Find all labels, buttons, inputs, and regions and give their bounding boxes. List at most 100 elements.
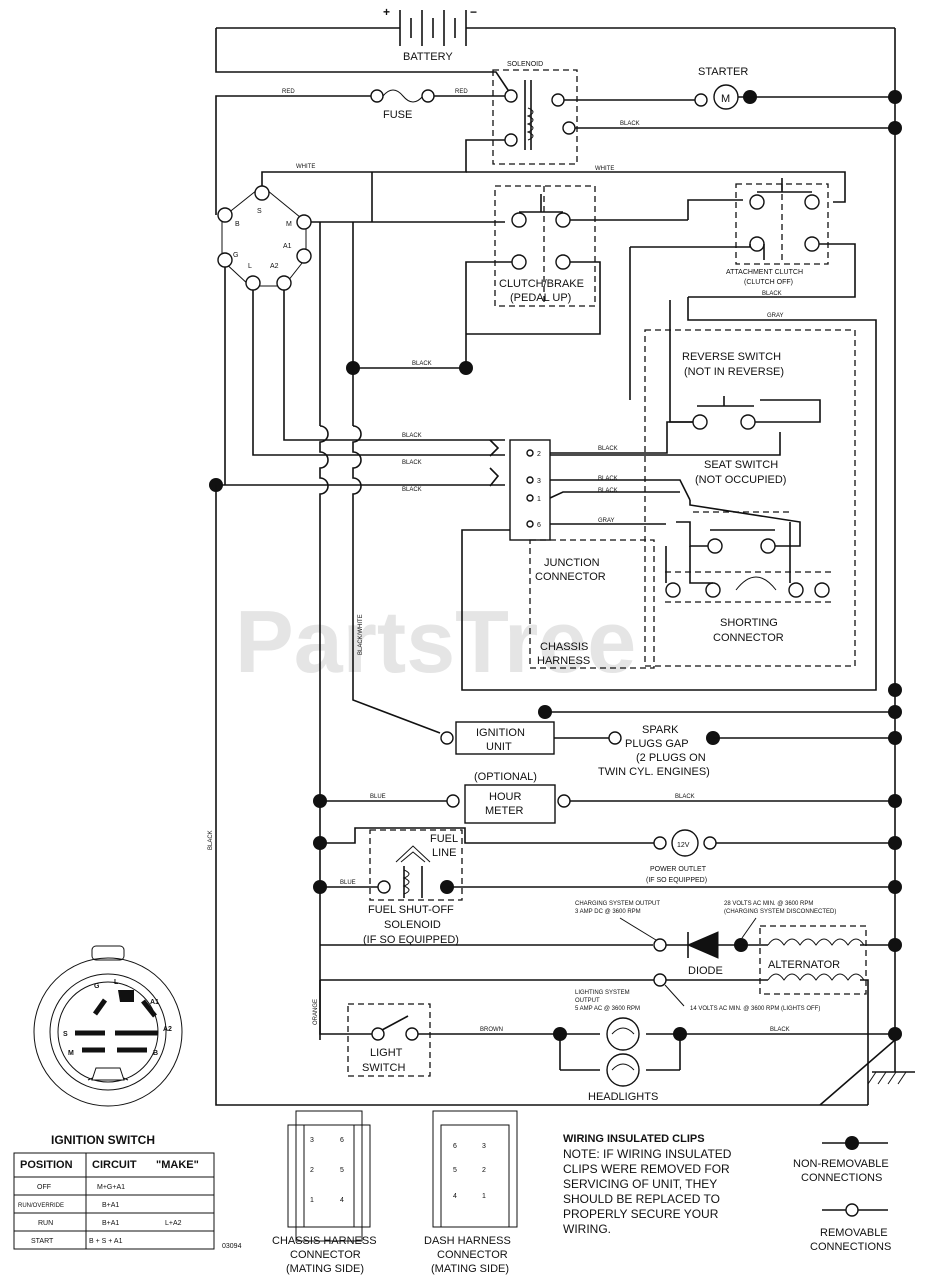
wire-white-1: WHITE bbox=[296, 164, 315, 170]
dash-pin-2: 2 bbox=[482, 1167, 486, 1174]
spark-label-2: PLUGS GAP bbox=[625, 738, 689, 750]
wire-black-row: BLACK bbox=[412, 361, 432, 367]
face-A1: A1 bbox=[150, 999, 159, 1006]
dash-pin-1: 1 bbox=[482, 1193, 486, 1200]
fuel-line-1: FUEL bbox=[430, 833, 458, 845]
ignition-switch-face: G L A1 S A2 M B bbox=[33, 945, 183, 1107]
chassis-harness-connector: 3 6 2 5 1 4 CHASSIS HARNESS CONNECTOR (M… bbox=[272, 1110, 377, 1275]
face-A2: A2 bbox=[163, 1026, 172, 1033]
clutch-brake-label: CLUTCH/BRAKE bbox=[499, 278, 584, 290]
spark-label-1: SPARK bbox=[642, 724, 679, 736]
solenoid-label: SOLENOID bbox=[507, 61, 543, 68]
note-line-6: WIRING. bbox=[563, 1222, 611, 1236]
ignition-unit-label-2: UNIT bbox=[486, 741, 512, 753]
face-L: L bbox=[114, 979, 119, 986]
battery-label: BATTERY bbox=[403, 51, 453, 63]
ground-icon bbox=[867, 1060, 915, 1085]
headlights-label: HEADLIGHTS bbox=[588, 1091, 658, 1103]
shorting-connector-label-1: SHORTING bbox=[720, 617, 778, 629]
power-outlet: 12V POWER OUTLET (IF SO EQUIPPED) bbox=[646, 829, 717, 884]
spark-label-4: TWIN CYL. ENGINES) bbox=[598, 766, 710, 778]
note-line-5: PROPERLY SECURE YOUR bbox=[563, 1207, 719, 1221]
charging-output-1: CHARGING SYSTEM OUTPUT bbox=[575, 901, 660, 907]
fuel-line-2: LINE bbox=[432, 847, 456, 859]
table-header-position: POSITION bbox=[20, 1159, 73, 1171]
pin-6: 6 bbox=[537, 522, 541, 529]
note-title: WIRING INSULATED CLIPS bbox=[563, 1133, 705, 1145]
reverse-switch-state: (NOT IN REVERSE) bbox=[684, 366, 784, 378]
wire-blue-1: BLUE bbox=[370, 794, 386, 800]
note-line-1: NOTE: IF WIRING INSULATED bbox=[563, 1147, 732, 1161]
headlights: HEADLIGHTS bbox=[553, 1017, 687, 1103]
wire-black-j1: BLACK bbox=[402, 433, 422, 439]
light-switch-label-1: LIGHT bbox=[370, 1047, 403, 1059]
diode: DIODE bbox=[653, 931, 748, 977]
charging-output-2: 3 AMP DC @ 3600 RPM bbox=[575, 909, 641, 915]
battery-minus: − bbox=[470, 5, 477, 19]
seat-switch-label: SEAT SWITCH bbox=[704, 459, 778, 471]
wire-black-j2: BLACK bbox=[402, 460, 422, 466]
terminal-A1: A1 bbox=[283, 243, 292, 250]
wire-black-j3: BLACK bbox=[402, 487, 422, 493]
wire-black-j4: BLACK bbox=[598, 446, 618, 452]
row-run-circuit: B+A1 bbox=[102, 1220, 119, 1227]
battery-plus: + bbox=[383, 5, 390, 19]
pin-2: 2 bbox=[537, 451, 541, 458]
lighting-ac: 14 VOLTS AC MIN. @ 3600 RPM (LIGHTS OFF) bbox=[690, 1006, 820, 1012]
power-outlet-voltage: 12V bbox=[677, 842, 690, 849]
terminal-M: M bbox=[286, 221, 292, 228]
reverse-switch-label: REVERSE SWITCH bbox=[682, 351, 781, 363]
power-outlet-note: (IF SO EQUIPPED) bbox=[646, 877, 707, 884]
solenoid: SOLENOID bbox=[492, 61, 578, 165]
legend: NON-REMOVABLE CONNECTIONS REMOVABLE CONN… bbox=[793, 1136, 891, 1253]
wire-white-2: WHITE bbox=[595, 166, 614, 172]
attachment-clutch-switch: ATTACHMENT CLUTCH (CLUTCH OFF) bbox=[726, 178, 829, 286]
table-header-circuit: CIRCUIT bbox=[92, 1159, 137, 1171]
starter-label: STARTER bbox=[698, 66, 748, 78]
wire-black-hl: BLACK bbox=[770, 1027, 790, 1033]
ignition-switch-title: IGNITION SWITCH bbox=[51, 1133, 155, 1147]
wiring-note: WIRING INSULATED CLIPS NOTE: IF WIRING I… bbox=[563, 1133, 732, 1236]
ignition-unit-label-1: IGNITION bbox=[476, 727, 525, 739]
diagram-number: 03094 bbox=[222, 1243, 242, 1250]
shorting-connector-label-2: CONNECTOR bbox=[713, 632, 784, 644]
chassis-pin-4: 4 bbox=[340, 1197, 344, 1204]
battery: + − BATTERY bbox=[216, 5, 895, 63]
wire-red-1: RED bbox=[282, 89, 295, 95]
reverse-switch: REVERSE SWITCH (NOT IN REVERSE) bbox=[682, 351, 784, 430]
hour-meter: (OPTIONAL) HOUR METER bbox=[446, 771, 571, 824]
diode-label: DIODE bbox=[688, 965, 723, 977]
terminal-S: S bbox=[257, 208, 262, 215]
alternator: ALTERNATOR bbox=[759, 925, 867, 995]
wire-orange: ORANGE bbox=[313, 999, 319, 1025]
attachment-clutch-label: ATTACHMENT CLUTCH bbox=[726, 269, 803, 276]
dash-harness-connector: 6 3 5 2 4 1 DASH HARNESS CONNECTOR (MATI… bbox=[424, 1110, 518, 1275]
legend-removable-1: REMOVABLE bbox=[820, 1227, 888, 1239]
fuse: FUSE bbox=[370, 89, 435, 121]
pin-1: 1 bbox=[537, 496, 541, 503]
row-start-position: START bbox=[31, 1238, 54, 1245]
wire-brown: BROWN bbox=[480, 1027, 503, 1033]
junction-label-1: JUNCTION bbox=[544, 557, 600, 569]
pin-3: 3 bbox=[537, 478, 541, 485]
lighting-output-2: OUTPUT bbox=[575, 998, 600, 1004]
wire-red-2: RED bbox=[455, 89, 468, 95]
row-override-position: RUN/OVERRIDE bbox=[18, 1203, 64, 1209]
chassis-pin-6: 6 bbox=[340, 1137, 344, 1144]
face-G: G bbox=[94, 983, 100, 990]
face-S: S bbox=[63, 1031, 68, 1038]
dash-caption-3: (MATING SIDE) bbox=[431, 1263, 509, 1275]
spark-plugs: SPARK PLUGS GAP (2 PLUGS ON TWIN CYL. EN… bbox=[598, 724, 720, 778]
chassis-pin-5: 5 bbox=[340, 1167, 344, 1174]
lighting-output-1: LIGHTING SYSTEM bbox=[575, 990, 630, 996]
chassis-pin-3: 3 bbox=[310, 1137, 314, 1144]
ignition-unit: IGNITION UNIT bbox=[440, 721, 555, 755]
terminal-A2: A2 bbox=[270, 263, 279, 270]
junction-connector: 2 3 1 6 JUNCTION CONNECTOR bbox=[509, 439, 606, 583]
ignition-switch-table: POSITION CIRCUIT "MAKE" OFF M+G+A1 RUN/O… bbox=[13, 1152, 215, 1250]
legend-nonremovable-2: CONNECTIONS bbox=[801, 1172, 882, 1184]
chassis-pin-2: 2 bbox=[310, 1167, 314, 1174]
dash-caption-2: CONNECTOR bbox=[437, 1249, 508, 1261]
dash-pin-3: 3 bbox=[482, 1143, 486, 1150]
